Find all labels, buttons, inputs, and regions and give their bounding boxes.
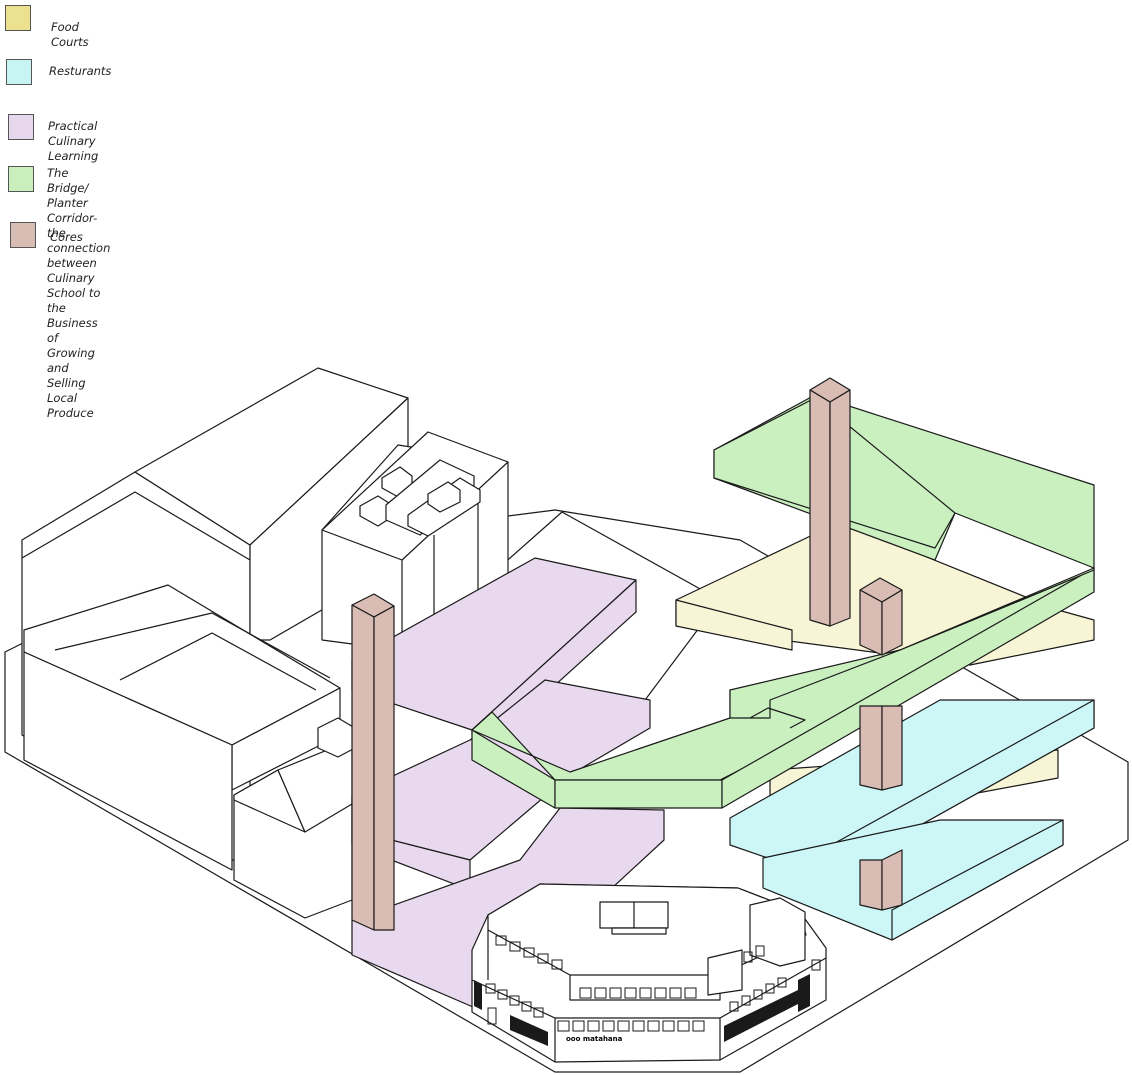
legend-swatch-cores bbox=[10, 222, 36, 248]
core-right bbox=[859, 577, 903, 911]
legend-swatch-culinary-learning bbox=[8, 114, 34, 140]
storefront-building: ooo matahana bbox=[471, 883, 827, 1063]
restaurant-slabs bbox=[729, 699, 1095, 941]
legend-label-culinary-learning: Practical Culinary Learning bbox=[48, 119, 99, 163]
bridge-corridor bbox=[471, 394, 1095, 809]
legend-label-restaurants: Resturants bbox=[49, 64, 112, 78]
storefront-dark-band-left bbox=[510, 1015, 548, 1046]
storefront-dark-band-right bbox=[724, 990, 798, 1042]
storefront-dark-side bbox=[474, 980, 482, 1010]
storefront-sign: ooo matahana bbox=[566, 1035, 623, 1043]
core-left bbox=[351, 593, 395, 931]
cores bbox=[351, 377, 903, 931]
legend-label-cores: Cores bbox=[50, 230, 83, 244]
storefront-windows bbox=[485, 935, 821, 1032]
legend-swatch-restaurants bbox=[6, 59, 32, 85]
context-shed bbox=[233, 717, 356, 919]
legend: Food Courts Resturants Practical Culinar… bbox=[0, 0, 300, 420]
legend-label-food-courts: Food Courts bbox=[51, 20, 89, 49]
legend-swatch-food-courts bbox=[5, 5, 31, 31]
legend-label-bridge: The Bridge/ Planter Corridor- the connec… bbox=[47, 166, 111, 420]
core-rear bbox=[809, 377, 851, 627]
legend-swatch-bridge bbox=[8, 166, 34, 192]
context-building-left bbox=[21, 367, 409, 871]
storefront-dark-pillar bbox=[798, 974, 810, 1012]
